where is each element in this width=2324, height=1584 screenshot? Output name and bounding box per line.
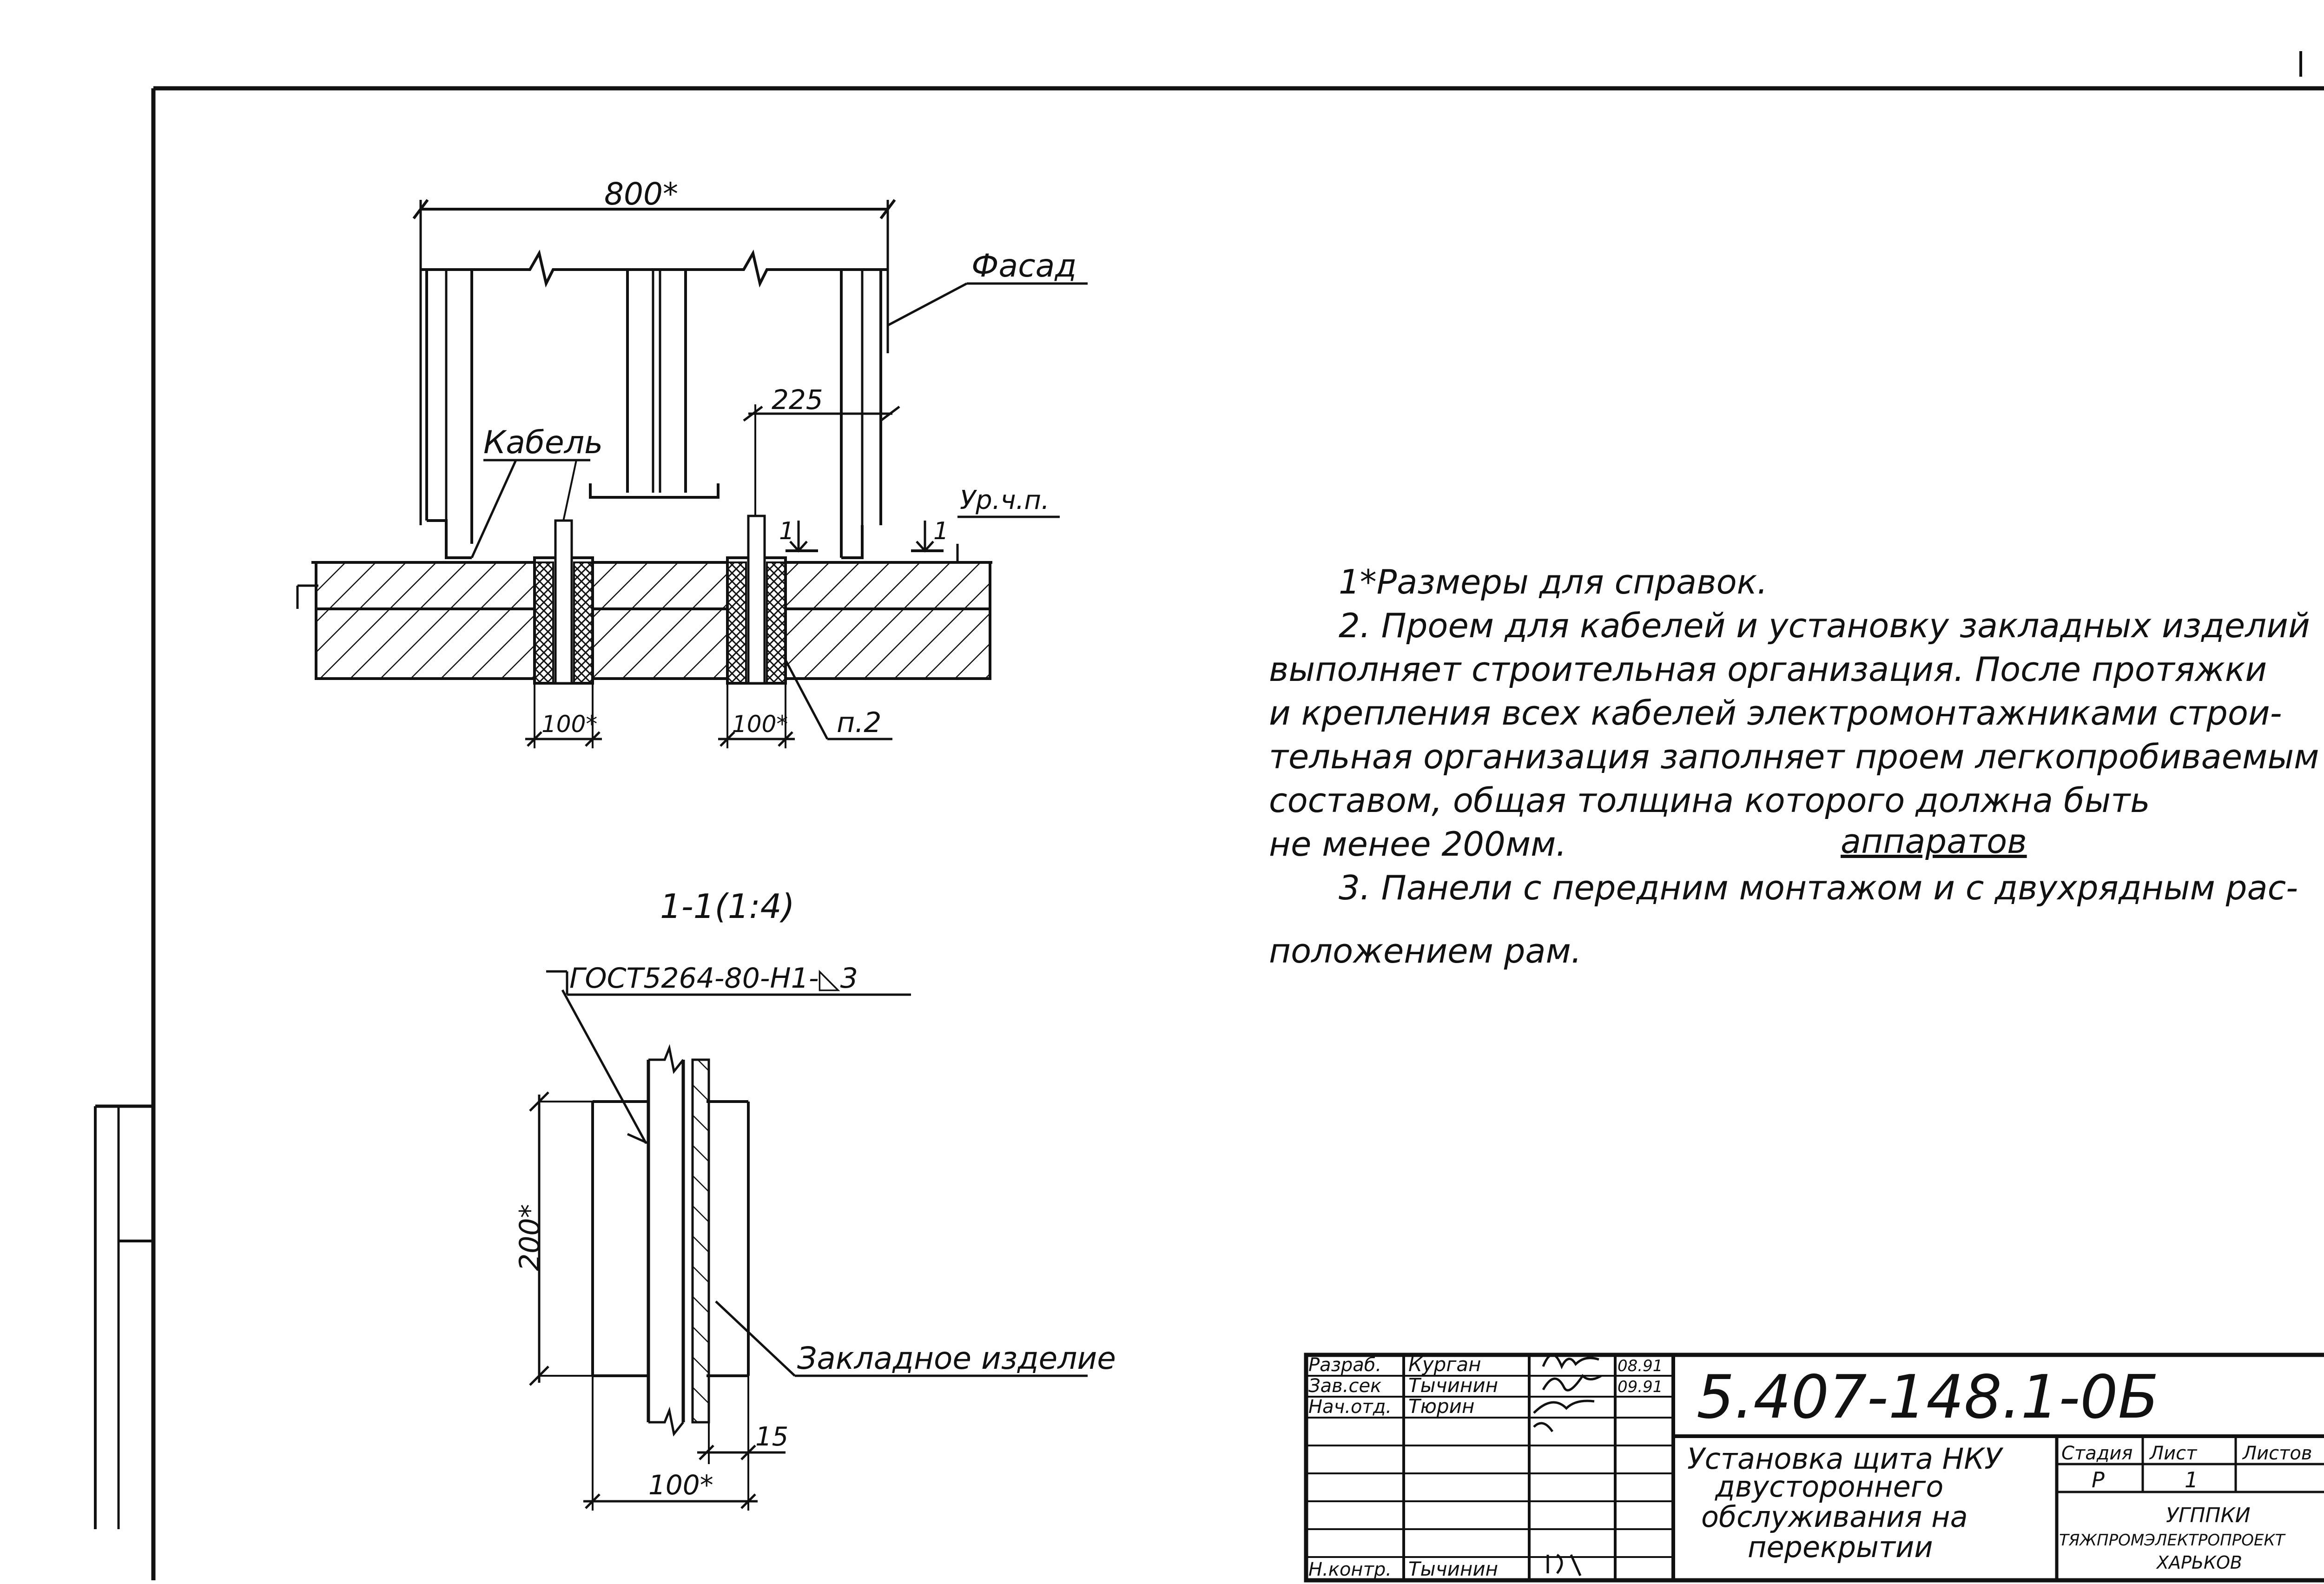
drawing-frame — [94, 86, 2324, 1580]
dim-offset: 225 — [772, 384, 823, 416]
cable-label: Кабель — [483, 424, 603, 461]
tb-date-0: 08.91 — [1618, 1357, 1663, 1375]
tb-sheets-label: Листов — [2242, 1443, 2312, 1464]
title-line-2: обслуживания на — [1701, 1500, 1968, 1534]
dim-embed-height: 200* — [514, 1204, 546, 1271]
org-line-3: ХАРЬКОВ — [2156, 1552, 2242, 1573]
note-line-6: составом, общая толщина которого должна … — [1269, 781, 2150, 820]
note-line-8: 3. Панели с передним монтажом и с двухря… — [1339, 868, 2298, 907]
note-line-1: 1*Размеры для справок. — [1339, 562, 1768, 601]
tb-date-1: 09.91 — [1618, 1378, 1663, 1396]
floor-level-label: Ур.ч.п. — [960, 485, 1050, 515]
signatures — [1533, 1353, 1602, 1577]
note-line-2: 2. Проем для кабелей и установку закладн… — [1339, 606, 2310, 645]
tb-sheet-label: Лист — [2149, 1443, 2198, 1464]
note-line-4: и крепления всех кабелей электромонтажни… — [1269, 693, 2282, 733]
notes-block: 1*Размеры для справок. 2. Проем для кабе… — [1269, 560, 2324, 973]
tb-role-6: Н.контр. — [1308, 1559, 1392, 1580]
dim-embed-width: 100* — [648, 1469, 713, 1501]
tb-role-2: Нач.отд. — [1308, 1396, 1392, 1418]
dim-embed-gap: 15 — [755, 1422, 788, 1452]
tb-stage-label: Стадия — [2061, 1443, 2133, 1464]
section-mark-right: 1 — [933, 517, 949, 545]
drawing-code: 5.407-148.1-0Б — [1697, 1363, 2159, 1432]
tb-name-6: Тычинин — [1408, 1558, 1498, 1580]
facade-label: Фасад — [971, 248, 1076, 284]
embedded-part-label: Закладное изделие — [797, 1340, 1116, 1376]
tb-sheet-value: 1 — [2185, 1467, 2198, 1492]
section-view — [529, 970, 1088, 1511]
tb-name-1: Тычинин — [1408, 1374, 1498, 1397]
tb-role-1: Зав.сек — [1308, 1375, 1381, 1397]
note-line-7: не менее 200мм. — [1269, 825, 1567, 864]
section-title: 1-1(1:4) — [660, 887, 795, 926]
title-line-3: перекрытии — [1748, 1530, 1933, 1564]
title-line-1: двустороннего — [1715, 1470, 1943, 1504]
dim-opening-left: 100* — [541, 711, 597, 738]
dim-overall-width: 800* — [604, 176, 678, 212]
org-line-1: УГППКИ — [2166, 1504, 2251, 1527]
dim-opening-right: 100* — [732, 711, 788, 738]
org-line-2: ТЯЖПРОМЭЛЕКТРОПРОЕКТ — [2059, 1531, 2286, 1550]
note-insert: аппаратов — [1841, 822, 2027, 861]
note-line-3: выполняет строительная организация. Посл… — [1269, 650, 2267, 689]
tb-name-0: Курган — [1408, 1353, 1481, 1376]
title-line-0: Установка щита НКУ — [1687, 1442, 2004, 1476]
tb-name-2: Тюрин — [1408, 1395, 1474, 1418]
item-ref: п.2 — [837, 706, 881, 739]
facade-view — [296, 199, 1088, 748]
note-line-9: положением рам. — [1269, 931, 1582, 970]
title-block — [1304, 1353, 2324, 1583]
section-mark-left: 1 — [779, 517, 794, 545]
note-line-5: тельная организация заполняет проем легк… — [1269, 737, 2319, 776]
tb-role-0: Разраб. — [1308, 1354, 1381, 1376]
weld-spec: ГОСТ5264-80-Н1-◺3 — [569, 962, 858, 995]
tb-stage-value: Р — [2092, 1467, 2105, 1492]
